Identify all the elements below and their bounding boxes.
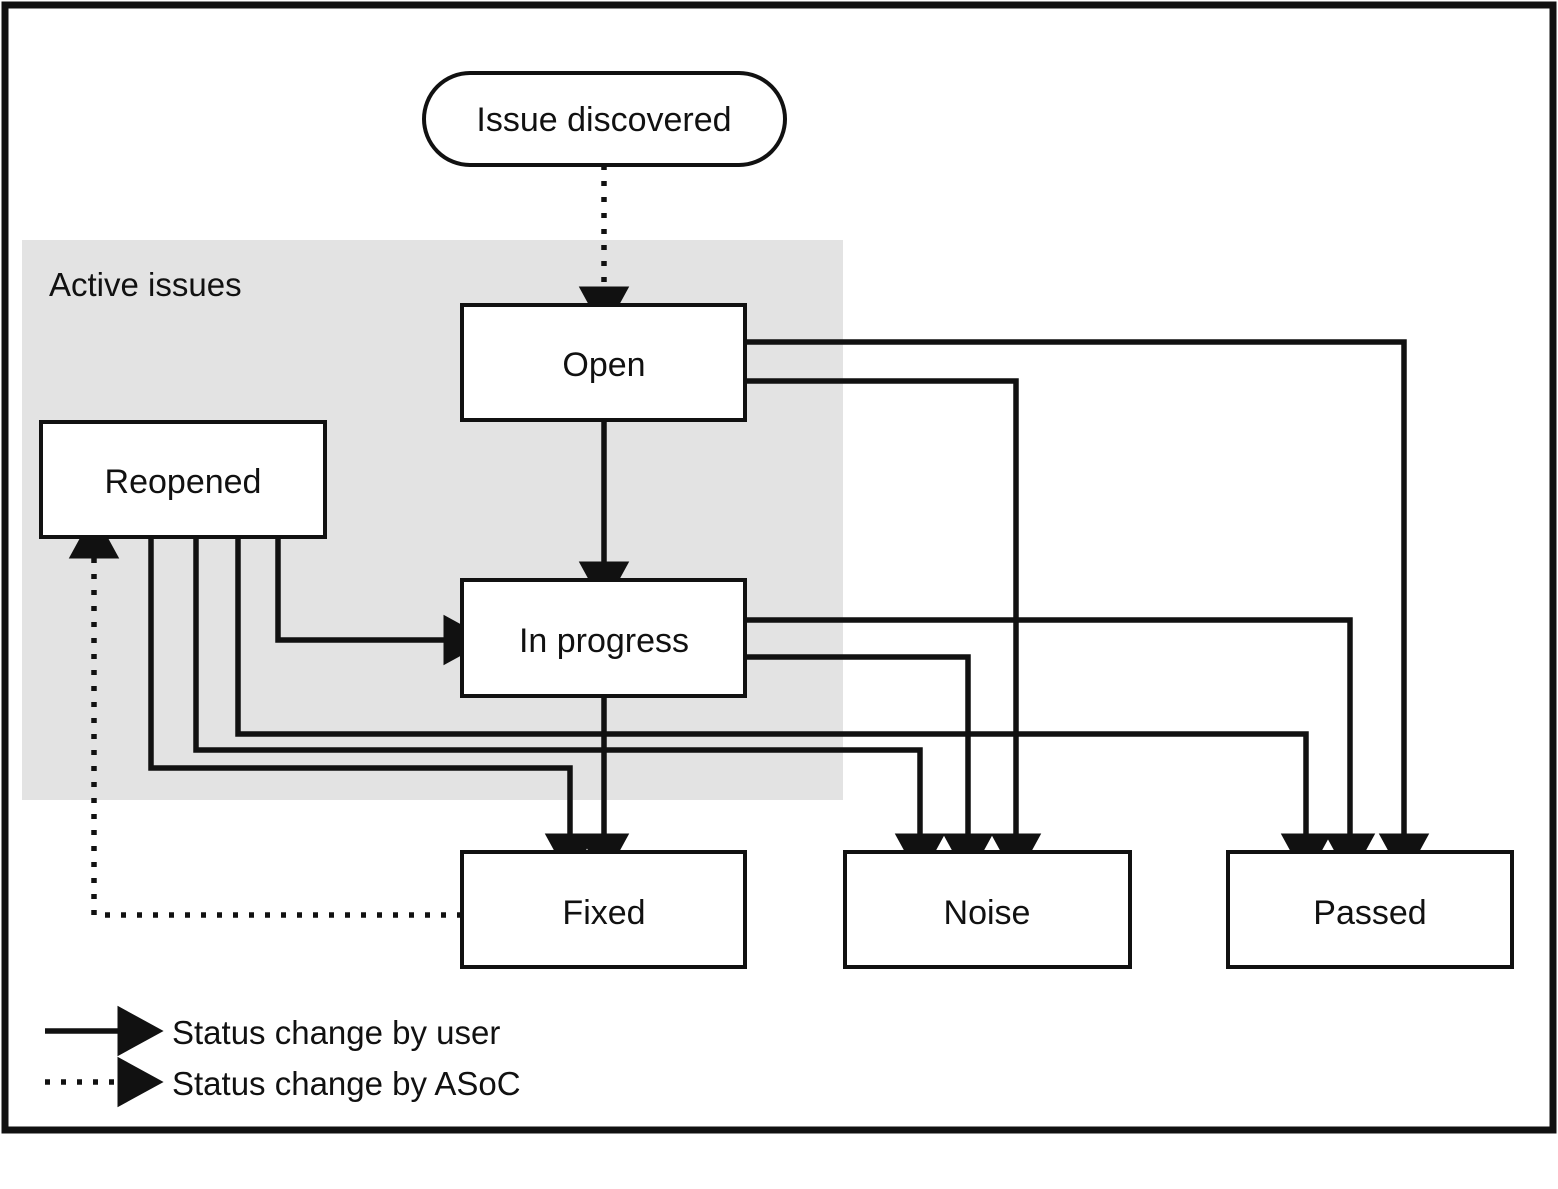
edge-reopened-to-fixed — [148, 537, 596, 880]
node-issue-discovered[interactable]: Issue discovered — [422, 71, 787, 167]
node-fixed[interactable]: Fixed — [460, 850, 747, 969]
diagram-frame — [1, 1, 1557, 1134]
legend: Status change by user Status change by A… — [45, 1005, 521, 1108]
edge-open-to-passed — [745, 339, 1430, 880]
in-progress-label: In progress — [519, 622, 689, 660]
edge-reopened-to-passed — [235, 537, 1332, 880]
passed-label: Passed — [1313, 894, 1426, 932]
open-box[interactable] — [460, 303, 747, 422]
issue-discovered-box[interactable] — [422, 71, 787, 167]
fixed-box[interactable] — [460, 850, 747, 969]
node-passed[interactable]: Passed — [1226, 850, 1514, 969]
legend-item-user: Status change by user — [45, 1005, 500, 1057]
node-noise[interactable]: Noise — [843, 850, 1132, 969]
in-progress-box[interactable] — [460, 578, 747, 698]
node-reopened[interactable]: Reopened — [39, 420, 327, 539]
edge-reopened-to-noise — [193, 537, 946, 880]
active-issues-label: Active issues — [49, 266, 242, 303]
node-open[interactable]: Open — [460, 303, 747, 422]
legend-item-asoc: Status change by ASoC — [45, 1056, 521, 1108]
noise-label: Noise — [944, 894, 1031, 932]
issue-discovered-label: Issue discovered — [476, 101, 731, 139]
reopened-box[interactable] — [39, 420, 327, 539]
legend-user-label: Status change by user — [172, 1014, 500, 1051]
edge-reopened-to-in-progress — [275, 537, 490, 666]
noise-box[interactable] — [843, 850, 1132, 969]
legend-asoc-label: Status change by ASoC — [172, 1065, 521, 1102]
open-label: Open — [562, 346, 645, 384]
edge-fixed-to-reopened — [68, 512, 462, 918]
passed-box[interactable] — [1226, 850, 1514, 969]
edge-in-progress-to-passed — [745, 617, 1376, 880]
fixed-label: Fixed — [562, 894, 645, 932]
node-in-progress[interactable]: In progress — [460, 578, 747, 698]
edge-open-to-noise — [745, 378, 1042, 880]
reopened-label: Reopened — [105, 463, 262, 501]
edge-in-progress-to-noise — [745, 654, 994, 880]
